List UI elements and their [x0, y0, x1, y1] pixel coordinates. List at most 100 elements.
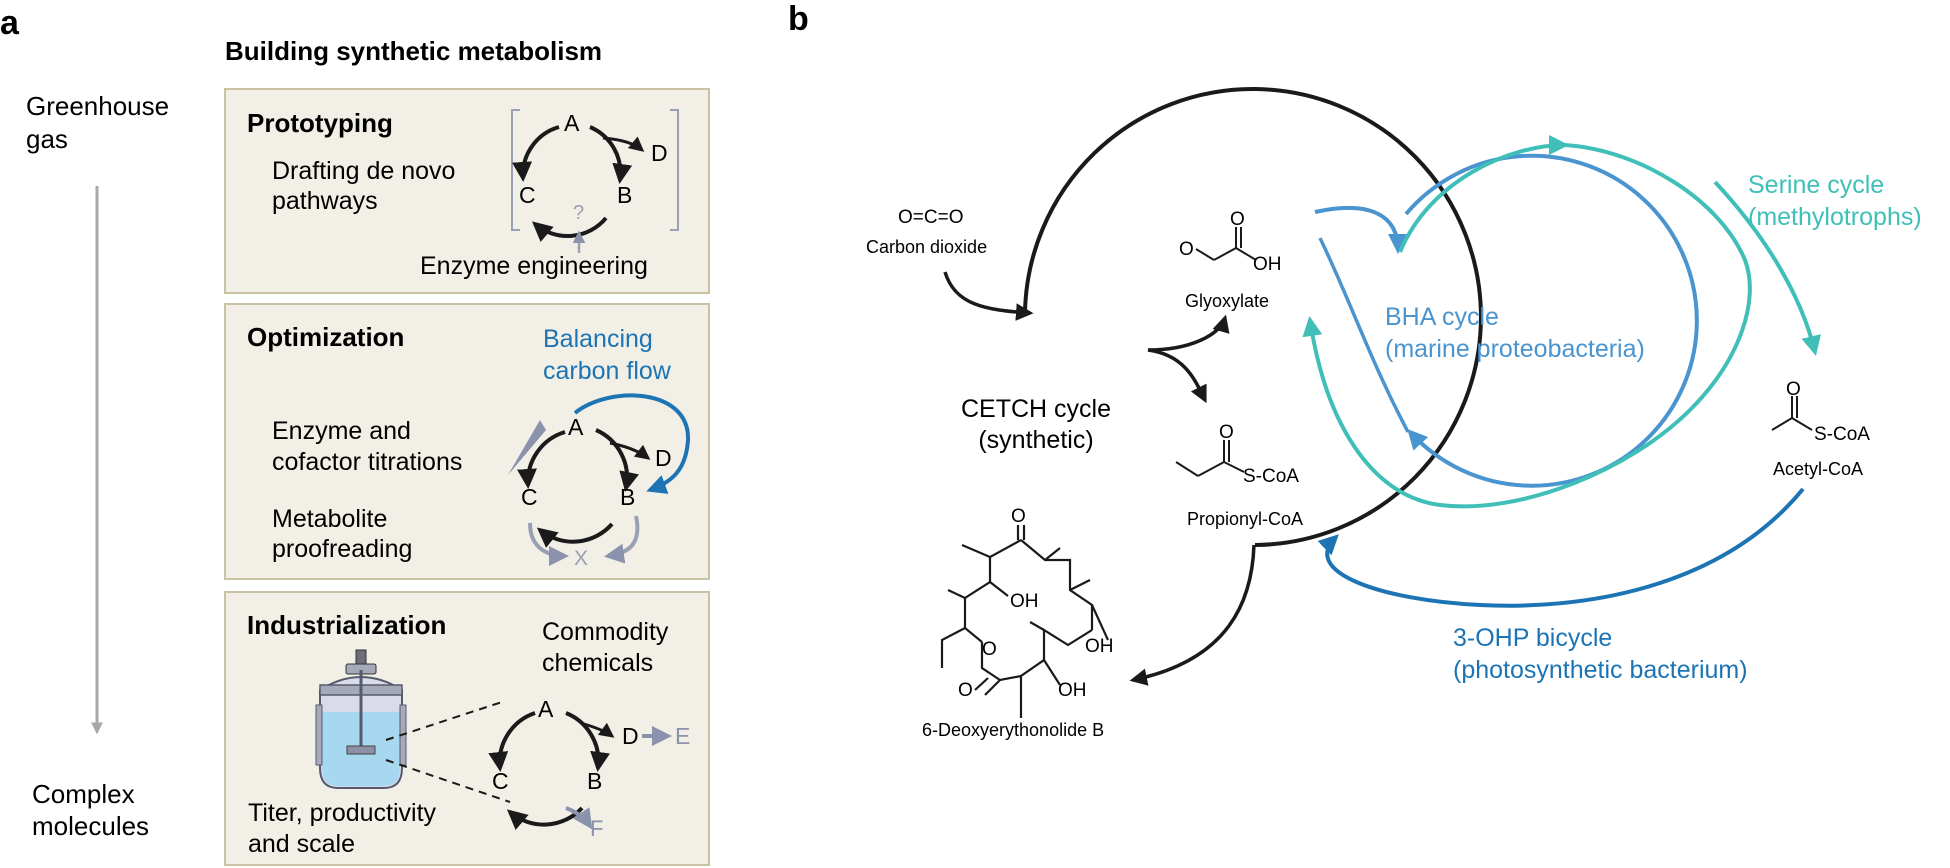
deb-oh2: OH	[1085, 636, 1114, 657]
glyoxylate-release-arrow	[1147, 314, 1230, 352]
prototyping-footer: Enzyme engineering	[420, 252, 648, 280]
proofreading-arrow-c	[528, 522, 569, 566]
acetyl-o: O	[1786, 379, 1801, 400]
proofreading-arrow-b	[604, 515, 640, 564]
ohp-arrow	[1317, 487, 1805, 608]
deb-structure	[940, 525, 1110, 718]
deb-branch-arrow	[1129, 544, 1256, 686]
node-a: A	[568, 414, 584, 440]
glyoxylate-o1: O	[1179, 239, 1194, 260]
industrialization-heading: Industrialization	[247, 610, 446, 640]
bracket-left	[511, 109, 520, 231]
bha-ring	[1404, 153, 1699, 488]
co2-name: Carbon dioxide	[866, 237, 987, 257]
commodity-line2: chemicals	[542, 649, 653, 677]
node-d: D	[622, 723, 639, 749]
deb-o-ring: O	[982, 639, 997, 660]
industrialization-cycle: A D E C B F	[488, 696, 690, 841]
serine-ring	[1302, 143, 1752, 509]
node-d: D	[655, 445, 672, 471]
titration-wedge	[508, 420, 546, 475]
proofreading-line2: proofreading	[272, 535, 412, 563]
propionyl-o: O	[1219, 422, 1234, 443]
node-b: B	[620, 484, 635, 510]
glyoxylate-structure	[1195, 227, 1257, 261]
node-c: C	[519, 182, 536, 208]
cetch-cycle	[943, 87, 1483, 686]
deb-o-top: O	[1011, 506, 1026, 527]
titer-line1: Titer, productivity	[248, 799, 437, 827]
optimization-heading: Optimization	[247, 322, 404, 352]
serine-cycle	[1302, 135, 1821, 509]
arrow-a-to-b	[595, 428, 639, 492]
ohp-label-line1: 3-OHP bicycle	[1453, 624, 1612, 652]
node-e: E	[675, 723, 690, 749]
serine-top-arrow	[1398, 135, 1569, 253]
bha-cycle	[1314, 153, 1699, 488]
optimization-cycle: A D C B X	[508, 393, 691, 570]
deb-oh3: OH	[1058, 680, 1087, 701]
serine-label-line1: Serine cycle	[1748, 171, 1884, 199]
node-x: X	[574, 547, 588, 570]
axis-bottom-line2: molecules	[32, 811, 149, 841]
bioreactor-icon	[315, 649, 407, 789]
arrow-a-to-b	[589, 125, 633, 184]
co2-fixation-arrow	[943, 271, 1034, 321]
glyoxylate-o2: O	[1230, 209, 1245, 230]
arrow-a-to-d	[602, 136, 645, 152]
arrow-b-to-c	[536, 522, 614, 548]
deb-oh1: OH	[1010, 591, 1039, 612]
optimization-box	[224, 303, 710, 580]
node-a: A	[538, 696, 554, 722]
deb-o-bottom: O	[958, 680, 973, 701]
panel-a-letter: a	[0, 4, 20, 42]
ohp-label-line2: (photosynthetic bacterium)	[1453, 656, 1748, 684]
proofreading-line1: Metabolite	[272, 505, 387, 533]
node-a: A	[564, 110, 580, 136]
serine-acetyl-arrow	[1713, 180, 1821, 356]
bha-label-line2: (marine proteobacteria)	[1385, 335, 1645, 363]
bha-entry-arrow	[1314, 205, 1408, 254]
node-b: B	[587, 768, 602, 794]
node-b: B	[617, 182, 632, 208]
propionyl-scoa: S-CoA	[1243, 466, 1299, 487]
balancing-line1: Balancing	[543, 325, 653, 353]
bha-label-line1: BHA cycle	[1385, 303, 1499, 331]
prototyping-desc-line1: Drafting de novo	[272, 157, 455, 185]
glyoxylate-name: Glyoxylate	[1185, 291, 1269, 311]
balancing-arrow	[573, 393, 691, 494]
propionyl-name: Propionyl-CoA	[1187, 509, 1303, 529]
deb-name: 6-Deoxyerythonolide B	[922, 720, 1104, 740]
cetch-label-line1: CETCH cycle	[961, 395, 1111, 423]
acetyl-name: Acetyl-CoA	[1773, 459, 1863, 479]
panel-a-title: Building synthetic metabolism	[225, 36, 602, 66]
arrow-c-to-a	[488, 711, 536, 772]
arrow-c-to-a	[517, 430, 566, 489]
acetyl-coa-structure	[1771, 396, 1813, 431]
node-d: D	[651, 140, 668, 166]
prototyping-cycle: A D C B ?	[511, 109, 679, 253]
arrow-b-to-c	[531, 216, 608, 243]
prototyping-desc-line2: pathways	[272, 187, 378, 215]
titrations-line1: Enzyme and	[272, 417, 411, 445]
axis-bottom-line1: Complex	[32, 779, 135, 809]
arrow-a-to-b	[565, 711, 611, 772]
zoom-line-top	[385, 701, 503, 741]
arrow-c-to-a	[512, 125, 560, 182]
acetyl-scoa: S-CoA	[1814, 424, 1870, 445]
titrations-line2: cofactor titrations	[272, 448, 462, 476]
node-f: F	[590, 816, 603, 841]
zoom-line-bottom	[385, 759, 511, 803]
node-unknown: ?	[573, 202, 584, 224]
propionyl-arrow	[1147, 348, 1207, 404]
bracket-right	[670, 109, 679, 231]
titer-line2: and scale	[248, 830, 355, 858]
panel-b-letter: b	[788, 0, 809, 38]
node-c: C	[521, 484, 538, 510]
glyoxylate-oh: OH	[1253, 254, 1282, 275]
balancing-line2: carbon flow	[543, 357, 672, 385]
commodity-line1: Commodity	[542, 618, 669, 646]
cetch-ring	[1023, 87, 1483, 547]
arrow-b-to-f	[565, 806, 593, 830]
